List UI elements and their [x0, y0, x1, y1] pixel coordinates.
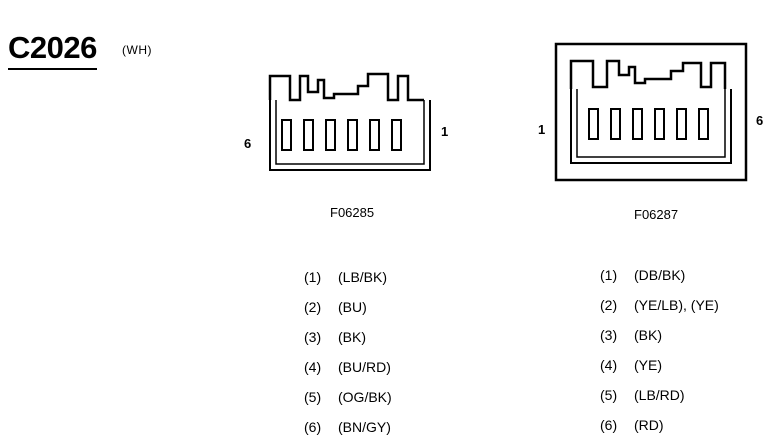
connector-2-left-pin-label: 1: [538, 122, 546, 137]
connector-1-pin-cavity: [325, 119, 336, 151]
connector-1-pin-cavity: [281, 119, 292, 151]
list-item: (5)(LB/RD): [600, 387, 685, 403]
list-item: (3)(BK): [304, 329, 366, 345]
connector-2-outer-frame: [554, 42, 748, 182]
connector-1-drawing: [268, 72, 431, 171]
connector-1-pin-cavity: [347, 119, 358, 151]
connector-1-pin-cavity: [303, 119, 314, 151]
connector-color-code: (WH): [122, 43, 152, 57]
connector-2-inner-outline: [576, 89, 726, 158]
list-item: (3)(BK): [600, 327, 662, 343]
list-item: (4)(BU/RD): [304, 359, 391, 375]
list-item: (2)(BU): [304, 299, 367, 315]
list-item: (6)(BN/GY): [304, 419, 391, 435]
connector-1-top-profile: [268, 72, 424, 102]
connector-1-figure-id: F06285: [330, 205, 375, 220]
connector-1-left-pin-label: 6: [244, 136, 252, 151]
connector-2-pin-cavity: [632, 108, 643, 140]
connector-2-right-pin-label: 6: [756, 113, 764, 128]
connector-1-housing: [269, 100, 431, 171]
connector-2-pins: [588, 108, 709, 140]
list-item: (1)(LB/BK): [304, 269, 388, 285]
connector-2-pin-cavity: [654, 108, 665, 140]
connector-2-pin-list: (1)(DB/BK) (2)(YE/LB), (YE) (3)(BK) (4)(…: [600, 266, 719, 446]
list-item: (2)(YE/LB), (YE): [600, 297, 719, 313]
connector-2-pin-cavity: [610, 108, 621, 140]
connector-2-housing: [570, 89, 732, 164]
list-item: (1)(DB/BK): [600, 267, 686, 283]
list-item: (5)(OG/BK): [304, 389, 392, 405]
connector-1-inner-outline: [275, 100, 425, 165]
connector-1-pin-cavity: [369, 119, 380, 151]
connector-2-figure-id: F06287: [634, 207, 679, 222]
connector-title: C2026: [8, 30, 97, 70]
connector-2-drawing: [554, 42, 748, 182]
connector-2-pin-cavity: [588, 108, 599, 140]
list-item: (6)(RD): [600, 417, 664, 433]
list-item: (4)(YE): [600, 357, 662, 373]
connector-2-pin-cavity: [698, 108, 709, 140]
connector-1-pins: [281, 119, 402, 151]
connector-2-pin-cavity: [676, 108, 687, 140]
connector-1-pin-list: (1)(LB/BK) (2)(BU) (3)(BK) (4)(BU/RD) (5…: [304, 268, 392, 448]
connector-2-top-profile: [569, 59, 727, 89]
connector-1-right-pin-label: 1: [441, 124, 449, 139]
connector-1-pin-cavity: [391, 119, 402, 151]
